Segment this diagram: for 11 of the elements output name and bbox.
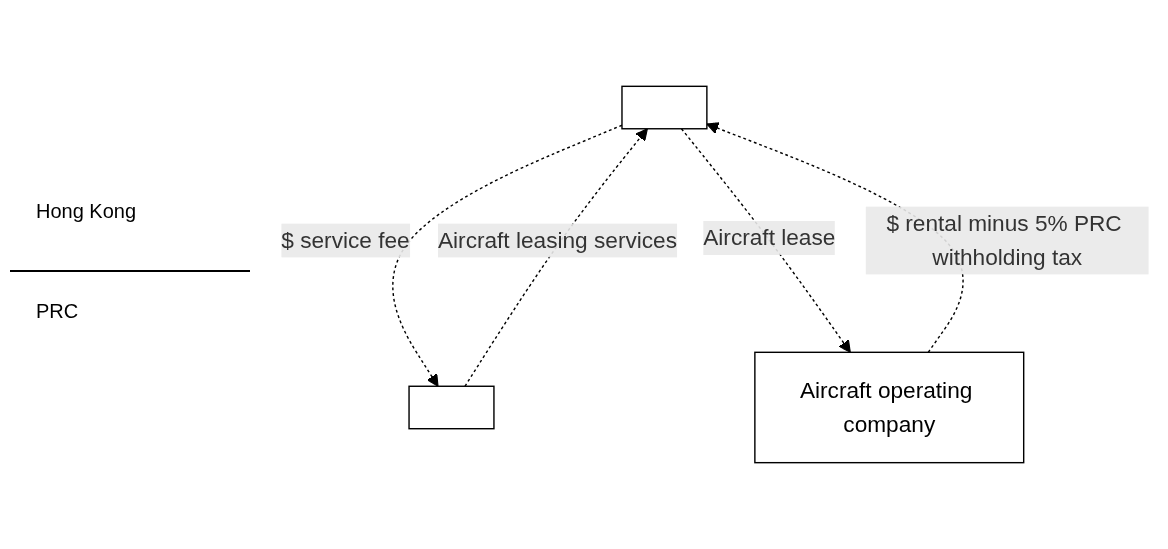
edge-label: $ service fee [281,227,410,252]
node-box: Aircraft operating company [754,351,1025,464]
region-label: Hong Kong [36,200,137,223]
arrow [680,128,851,353]
arrow [464,128,648,387]
node-box [408,385,495,430]
edge-label: Aircraft lease [703,225,836,250]
edge-label: $ rental minus 5% PRC withholding tax [886,210,1122,269]
edge-label: Aircraft leasing services [437,227,678,252]
node-box [621,85,708,130]
region-label: PRC [36,300,79,323]
